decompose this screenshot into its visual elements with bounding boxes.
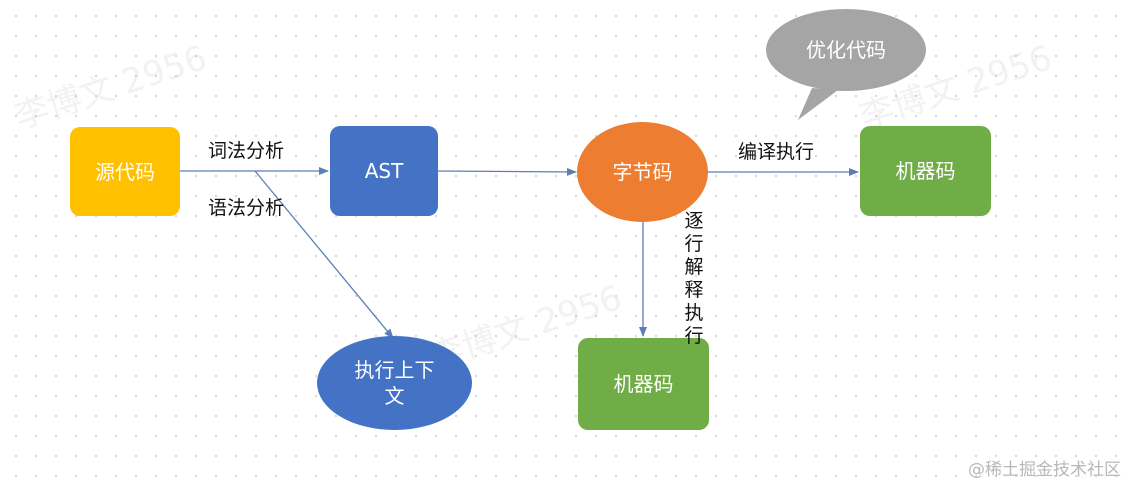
optimize-speech-bubble: 优化代码 <box>766 9 926 91</box>
machine-code-bottom-label: 机器码 <box>613 372 674 396</box>
machine-code-node-right: 机器码 <box>860 126 991 216</box>
syntax-analysis-label: 语法分析 <box>208 197 285 219</box>
bytecode-label: 字节码 <box>612 160 673 184</box>
footer-watermark: @稀土掘金技术社区 <box>968 460 1121 480</box>
ast-node: AST <box>330 126 438 216</box>
compile-execute-label: 编译执行 <box>738 141 815 163</box>
speech-bubble-tail <box>798 88 838 120</box>
machine-code-right-label: 机器码 <box>895 159 956 183</box>
bytecode-node: 字节码 <box>577 122 708 222</box>
source-code-label: 源代码 <box>95 159 155 184</box>
lexical-analysis-label: 词法分析 <box>208 140 285 162</box>
execution-context-node: 执行上下文 <box>317 336 472 430</box>
machine-code-node-bottom: 机器码 <box>578 338 709 430</box>
source-code-node: 源代码 <box>70 127 180 216</box>
interpret-line-by-line-label: 逐行解释执行 <box>684 210 704 347</box>
ast-label: AST <box>364 159 404 183</box>
arrow-to-execution-context <box>254 170 394 339</box>
optimize-label: 优化代码 <box>806 38 886 62</box>
execution-context-label: 执行上下文 <box>354 358 435 408</box>
arrow-ast-to-bytecode <box>437 167 577 176</box>
